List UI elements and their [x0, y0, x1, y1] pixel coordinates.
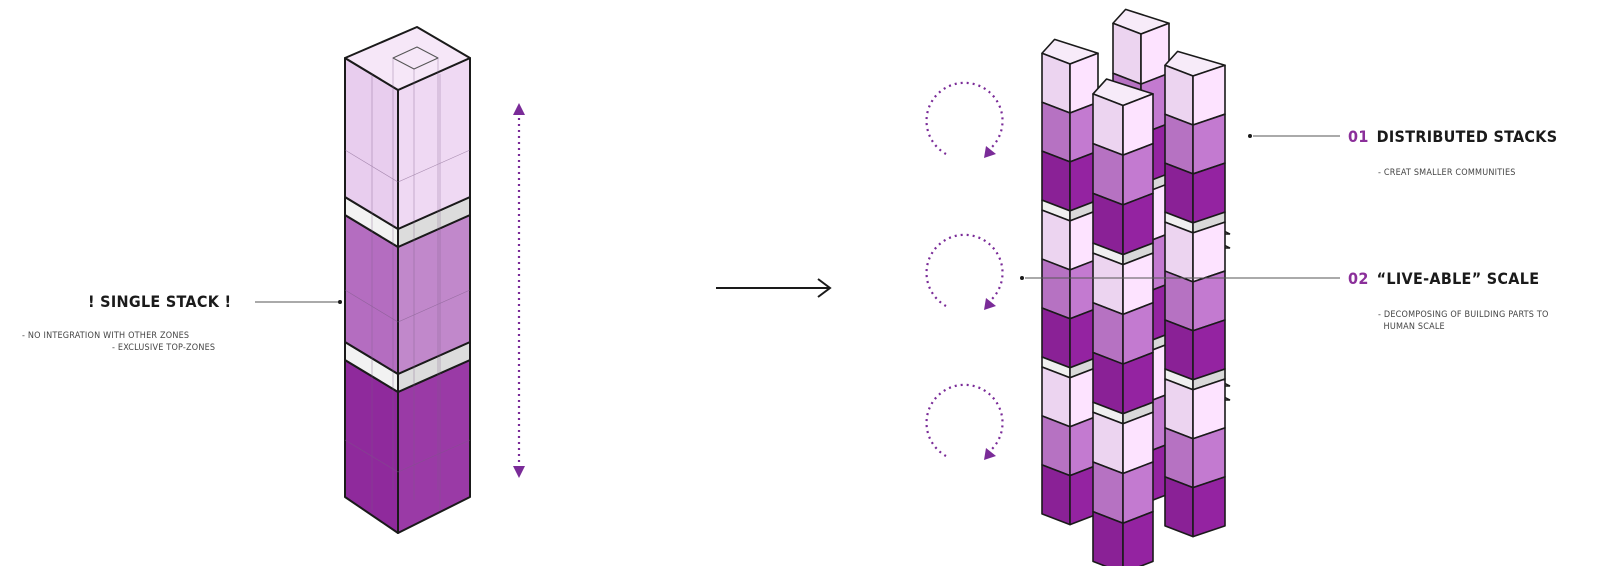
- liveable-scale-note: - DECOMPOSING OF BUILDING PARTS TO HUMAN…: [1378, 310, 1549, 332]
- arrow-right-icon: [716, 278, 832, 298]
- distributed-stacks-note: - CREAT SMALLER COMMUNITIES: [1378, 168, 1516, 178]
- stack-left-left-face: [1041, 464, 1071, 526]
- distributed-stacks-leader: [1248, 134, 1340, 138]
- single-stack-tower: [344, 26, 471, 534]
- distributed-stacks-group: [1041, 8, 1226, 566]
- stack-right-left-face: [1164, 476, 1194, 538]
- rotation-arrow-heads: [984, 146, 996, 460]
- rotation-arrow-icon: [925, 81, 1004, 457]
- liveable-scale-leader: [1020, 276, 1340, 280]
- item-title: “LIVE-ABLE” SCALE: [1376, 269, 1540, 288]
- stack-front-right-face: [1122, 510, 1154, 566]
- item-title: DISTRIBUTED STACKS: [1376, 127, 1558, 146]
- liveable-scale-title: 02 “LIVE-ABLE” SCALE: [1348, 269, 1539, 288]
- item-number: 01: [1348, 127, 1369, 146]
- single-stack-leader: [255, 300, 342, 304]
- single-stack-note-1: - NO INTEGRATION WITH OTHER ZONES: [22, 331, 190, 341]
- tower-roof: [344, 26, 471, 91]
- item-number: 02: [1348, 269, 1369, 288]
- stack-front-left-face: [1092, 510, 1124, 566]
- double-arrow-vertical-icon: [513, 103, 525, 478]
- stack-right-right-face: [1192, 476, 1226, 538]
- single-stack-note-2: - EXCLUSIVE TOP-ZONES: [112, 343, 216, 353]
- distributed-stacks-title: 01 DISTRIBUTED STACKS: [1348, 127, 1557, 146]
- single-stack-title: ! SINGLE STACK !: [88, 292, 232, 311]
